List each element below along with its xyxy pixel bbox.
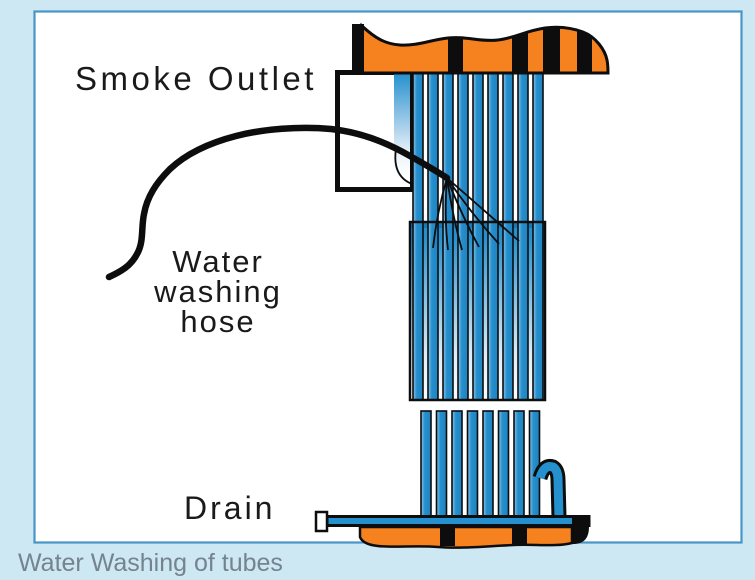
band-stripe — [512, 26, 528, 73]
tube — [427, 72, 439, 401]
tube — [435, 410, 448, 520]
tube — [466, 410, 479, 520]
tube — [502, 72, 514, 401]
water-hose-label-line3: hose — [180, 304, 255, 339]
tube — [528, 410, 541, 520]
top-band-left-cap — [352, 24, 364, 74]
tube — [442, 72, 454, 401]
tube — [420, 410, 432, 520]
drain-header-pipe — [325, 515, 591, 527]
spray-line — [446, 177, 463, 251]
top-casing-band — [352, 22, 610, 75]
drain-label: Drain — [184, 490, 275, 526]
tube — [451, 410, 463, 520]
band-stripe — [448, 26, 463, 73]
band-stripe — [512, 527, 527, 546]
band-stripe — [543, 26, 560, 73]
top-band-stripes — [448, 26, 592, 73]
water-washing-hose — [105, 124, 451, 281]
spray-line — [444, 177, 449, 251]
tube — [513, 410, 525, 520]
drain-flange — [314, 510, 329, 533]
tube — [517, 72, 529, 401]
water-hose-label-line2: washing — [153, 274, 282, 309]
bottom-casing-band — [358, 525, 574, 549]
water-hose-label-line1: Water — [172, 244, 264, 279]
slide-caption: Water Washing of tubes — [18, 549, 283, 577]
drain-bend-fill — [535, 462, 564, 518]
spray-line — [432, 177, 448, 249]
spray-line — [446, 177, 480, 248]
water-spray — [432, 177, 520, 251]
bottom-band-shape — [358, 525, 574, 549]
tube — [497, 410, 510, 520]
tube — [482, 410, 494, 520]
smoke-outlet-label: Smoke Outlet — [75, 60, 317, 97]
spray-line — [446, 177, 500, 245]
bottom-band-stripes — [440, 527, 527, 546]
band-stripe — [440, 527, 455, 546]
tube — [457, 72, 469, 401]
drain-bend-pipe — [532, 459, 567, 518]
band-stripe — [577, 27, 592, 73]
water-region-border — [408, 220, 547, 402]
nozzle-sleeve-curve — [394, 148, 413, 185]
tube — [472, 72, 484, 401]
tube-bank-upper — [412, 72, 544, 401]
tube — [532, 72, 544, 401]
spray-line — [446, 177, 520, 242]
tube — [412, 72, 424, 401]
water-hose-label: Water washing hose — [153, 244, 282, 339]
header-end-cap — [572, 515, 589, 544]
